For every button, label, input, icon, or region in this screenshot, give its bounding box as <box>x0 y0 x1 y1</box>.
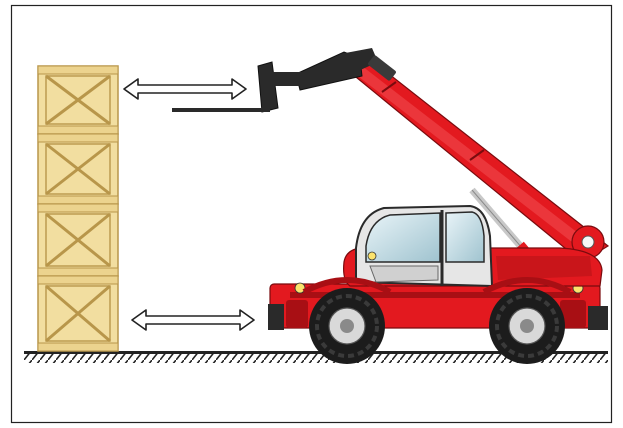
front-fender <box>302 277 392 295</box>
crate <box>37 203 119 277</box>
crate <box>37 133 119 205</box>
ground <box>24 351 608 363</box>
double-arrow-icon <box>123 78 247 100</box>
crate <box>37 275 119 352</box>
telescopic-boom <box>338 55 610 296</box>
front-wheel <box>309 288 385 364</box>
operator-cab <box>355 204 494 288</box>
crate <box>37 65 119 135</box>
crate-stack <box>37 65 119 352</box>
rear-fender <box>482 277 572 295</box>
fork-attachment <box>172 48 396 113</box>
rear-wheel <box>489 288 565 364</box>
telehandler <box>172 48 610 364</box>
double-arrow-icon <box>131 309 255 331</box>
